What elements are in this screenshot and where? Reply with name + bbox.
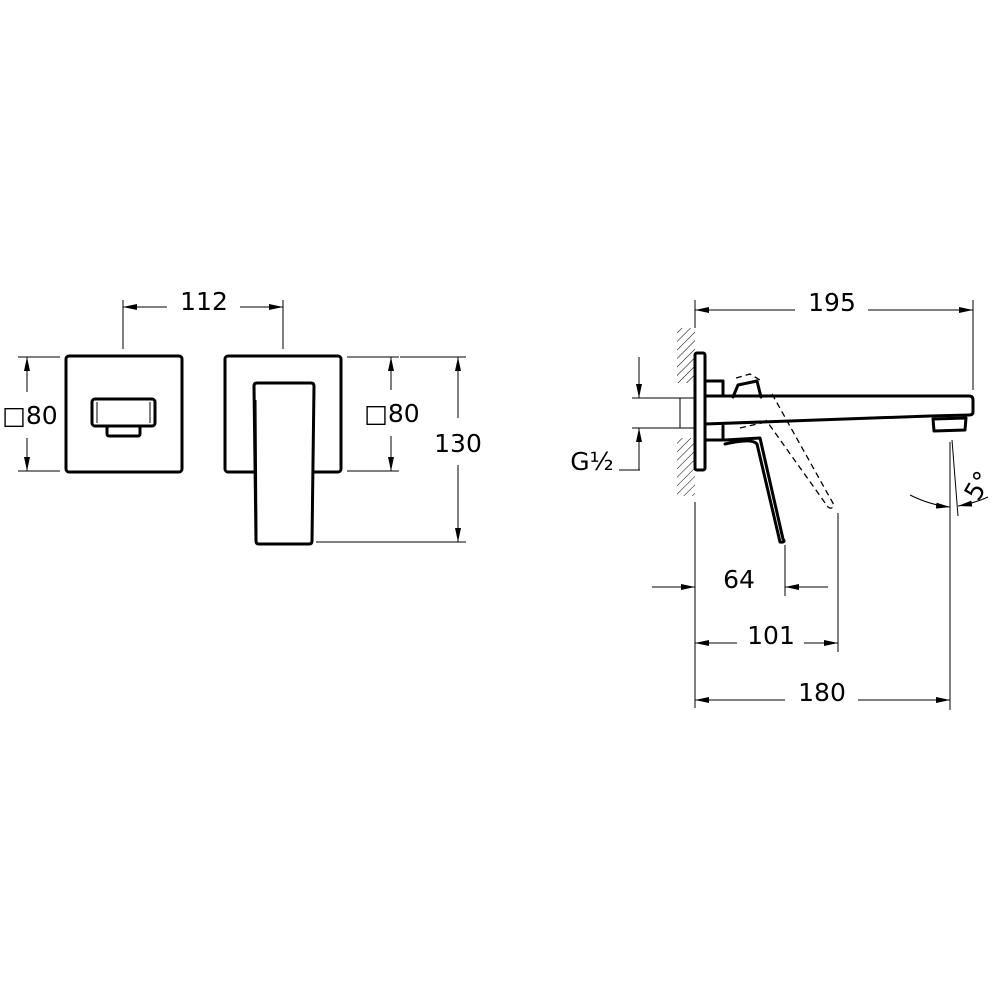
wall-hatch (677, 328, 695, 383)
dimension-right-80: □80 (347, 356, 420, 472)
side-view: 195 G½ 5° 64 (570, 288, 998, 710)
dimension-label: 5° (958, 466, 997, 505)
dimension-label: □80 (2, 401, 57, 430)
diverter-plate (64, 354, 184, 474)
dimension-label: 64 (723, 565, 755, 594)
front-view: 112 □80 □80 130 (2, 287, 482, 546)
dimension-64: 64 (652, 545, 828, 596)
spout (703, 394, 975, 426)
dimension-label: 101 (747, 621, 795, 650)
wall-hatch (677, 438, 695, 496)
dimension-label: 180 (798, 678, 846, 707)
dimension-label: 130 (434, 429, 482, 458)
lever-dashed-position (735, 373, 835, 509)
dimension-130: 130 (316, 356, 482, 543)
dimension-label: 112 (180, 287, 228, 316)
dimension-195: 195 (695, 288, 974, 390)
dimension-label: □80 (364, 399, 419, 428)
thread-connector (679, 397, 696, 429)
dimension-label: 195 (808, 288, 856, 317)
dimension-101: 101 (695, 513, 839, 652)
dimension-180: 180 (695, 515, 951, 710)
diverter-knob (90, 397, 157, 438)
dimension-112: 112 (122, 287, 284, 349)
mixer-body (703, 379, 725, 442)
lever-top (731, 379, 763, 399)
aerator (931, 416, 968, 433)
dimension-angle: 5° (909, 439, 998, 517)
dimension-left-80: □80 (2, 356, 60, 472)
dimension-thread: G½ (570, 357, 690, 476)
wall-plate (693, 351, 707, 472)
dimension-label: G½ (570, 447, 614, 476)
lever-handle (723, 436, 786, 544)
mixer-lever (252, 381, 316, 546)
